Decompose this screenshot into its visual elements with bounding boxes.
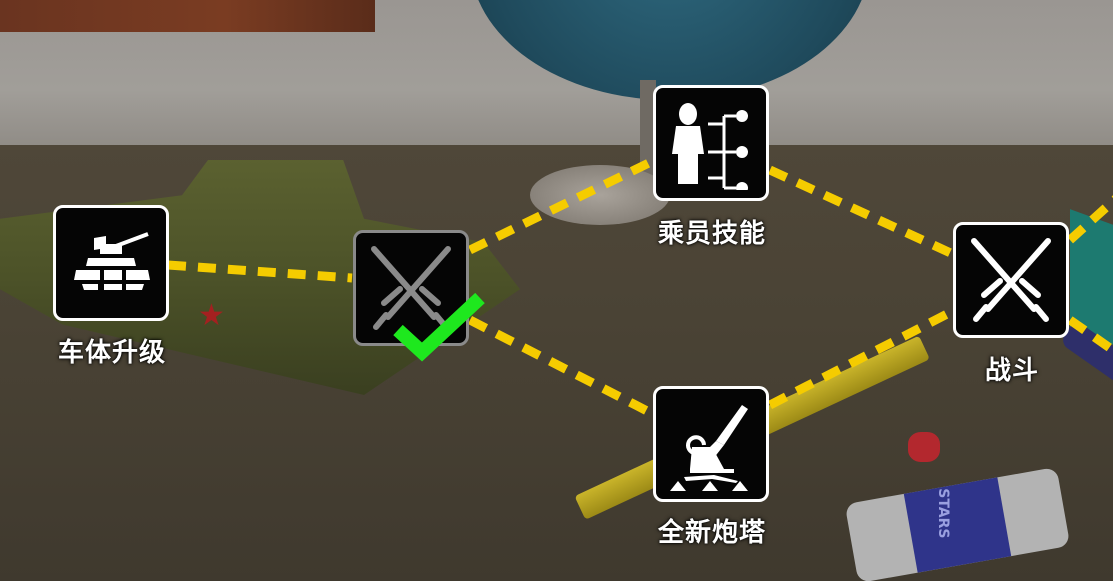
artillery-icon xyxy=(670,405,748,491)
completed-checkmark-icon xyxy=(393,292,485,362)
skill-label-crew-skills: 乘员技能 xyxy=(657,219,766,249)
skill-label-combat: 战斗 xyxy=(984,356,1039,386)
skill-node-crew-skills[interactable] xyxy=(653,85,769,201)
crossed-swords-icon xyxy=(371,246,451,330)
crew-tree-icon xyxy=(672,103,748,190)
globe-stand xyxy=(530,165,670,225)
globe-arm xyxy=(640,80,656,180)
skill-label-new-turret: 全新炮塔 xyxy=(657,518,766,548)
red-star-icon: ★ xyxy=(198,298,225,333)
skill-label-hull-upgrade: 车体升级 xyxy=(57,338,166,368)
pencil-eraser-tip xyxy=(908,432,940,462)
skill-node-hull-upgrade[interactable] xyxy=(53,205,169,321)
crossed-swords-icon xyxy=(971,238,1051,322)
wooden-shelf xyxy=(0,0,375,32)
skill-node-new-turret[interactable] xyxy=(653,386,769,502)
skill-node-combat[interactable] xyxy=(953,222,1069,338)
tank-icon xyxy=(74,232,150,290)
